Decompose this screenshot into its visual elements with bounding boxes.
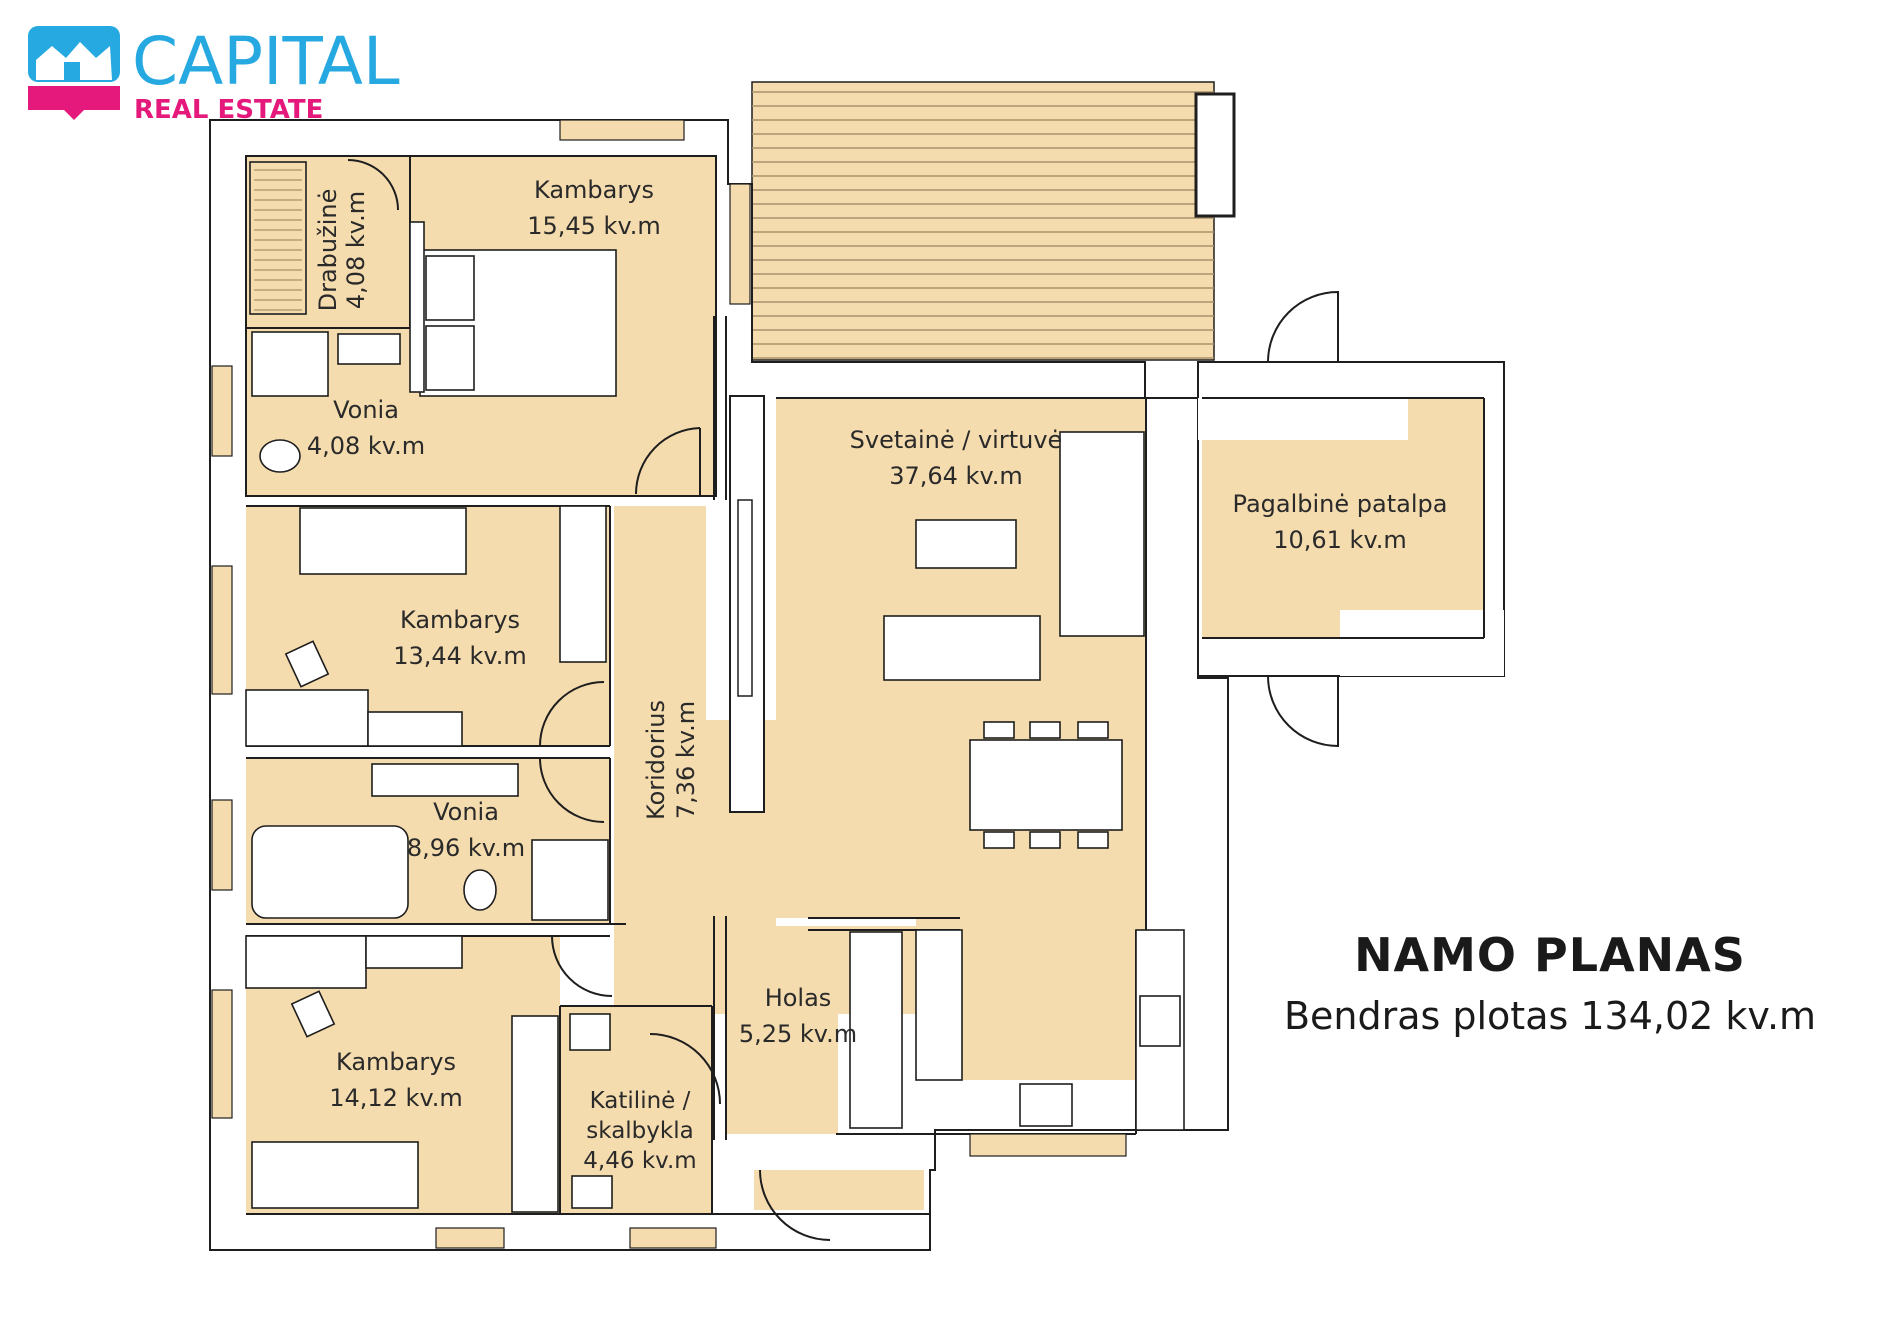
room-area-drabuzine: 4,08 kv.m bbox=[342, 191, 370, 309]
room-name-kambarys1: Kambarys bbox=[534, 176, 654, 204]
room-name-kambarys2: Kambarys bbox=[400, 606, 520, 634]
room-area-kambarys3: 14,12 kv.m bbox=[329, 1084, 463, 1112]
plan-title-block: NAMO PLANAS Bendras plotas 134,02 kv.m bbox=[1230, 928, 1870, 1042]
shower bbox=[531, 839, 609, 921]
washer bbox=[571, 1175, 613, 1209]
room-floor-koridorius bbox=[614, 506, 706, 926]
room-area-vonia2: 8,96 kv.m bbox=[407, 834, 525, 862]
room-name-vonia1: Vonia bbox=[333, 396, 399, 424]
room-name-drabuzine: Drabužinė bbox=[314, 189, 342, 312]
chair-2 bbox=[290, 990, 336, 1038]
wardrobe-2 bbox=[511, 1015, 559, 1213]
sofa-right bbox=[1059, 431, 1145, 637]
room-area-katiline: 4,46 kv.m bbox=[583, 1148, 696, 1174]
boiler bbox=[569, 1013, 611, 1051]
single-bed-2 bbox=[251, 1141, 419, 1209]
chair bbox=[284, 640, 330, 688]
room-name2-katiline: skalbykla bbox=[586, 1118, 693, 1144]
sofa bbox=[883, 615, 1041, 681]
hall-wardrobe bbox=[849, 931, 903, 1129]
room-name-svetaine: Svetainė / virtuvė bbox=[850, 426, 1063, 454]
room-area-kambarys1: 15,45 kv.m bbox=[527, 212, 661, 240]
room-floor-svetaine bbox=[776, 398, 1146, 1080]
room-name-pagalbine: Pagalbinė patalpa bbox=[1233, 490, 1448, 518]
closet-rack bbox=[249, 161, 307, 315]
double-sink bbox=[371, 763, 519, 797]
furniture bbox=[245, 161, 1185, 1213]
room-name-vonia2: Vonia bbox=[433, 798, 499, 826]
brand-name: CAPITAL bbox=[132, 23, 400, 100]
left-windows bbox=[211, 365, 233, 1119]
desk bbox=[245, 689, 369, 747]
plan-title: NAMO PLANAS bbox=[1354, 928, 1746, 982]
stove bbox=[1139, 995, 1181, 1047]
deck-bench bbox=[1194, 92, 1236, 218]
room-area-kambarys2: 13,44 kv.m bbox=[393, 642, 527, 670]
dining-chair bbox=[983, 721, 1015, 739]
room-area-koridorius: 7,36 kv.m bbox=[672, 701, 700, 819]
room-name-holas: Holas bbox=[765, 984, 832, 1012]
kitchen-sink bbox=[1019, 1083, 1073, 1127]
bathtub bbox=[251, 825, 409, 919]
room-area-pagalbine: 10,61 kv.m bbox=[1273, 526, 1407, 554]
brand-logo[interactable]: CAPITAL REAL ESTATE bbox=[28, 23, 400, 125]
room-area-holas: 5,25 kv.m bbox=[739, 1020, 857, 1048]
sink bbox=[337, 333, 401, 365]
toilet-2 bbox=[463, 869, 497, 911]
house-logo-icon bbox=[28, 26, 120, 120]
room-name-katiline: Katilinė / bbox=[590, 1088, 691, 1114]
room-name-koridorius: Koridorius bbox=[642, 700, 670, 820]
sliding-door bbox=[737, 499, 753, 697]
plan-total-area: Bendras plotas 134,02 kv.m bbox=[1283, 994, 1817, 1039]
room-floor-holas bbox=[726, 1014, 838, 1134]
room-area-svetaine: 37,64 kv.m bbox=[889, 462, 1023, 490]
room-name-kambarys3: Kambarys bbox=[336, 1048, 456, 1076]
terrace-deck bbox=[751, 81, 1236, 361]
coffee-table bbox=[915, 519, 1017, 569]
single-bed bbox=[299, 507, 467, 575]
wardrobe bbox=[559, 505, 607, 663]
dining-table bbox=[969, 739, 1123, 831]
shower-tray bbox=[251, 331, 329, 397]
toilet bbox=[259, 439, 301, 473]
room-area-vonia1: 4,08 kv.m bbox=[307, 432, 425, 460]
utility-room bbox=[1197, 290, 1505, 748]
desk-2 bbox=[245, 935, 367, 989]
door-swings bbox=[347, 159, 831, 1241]
